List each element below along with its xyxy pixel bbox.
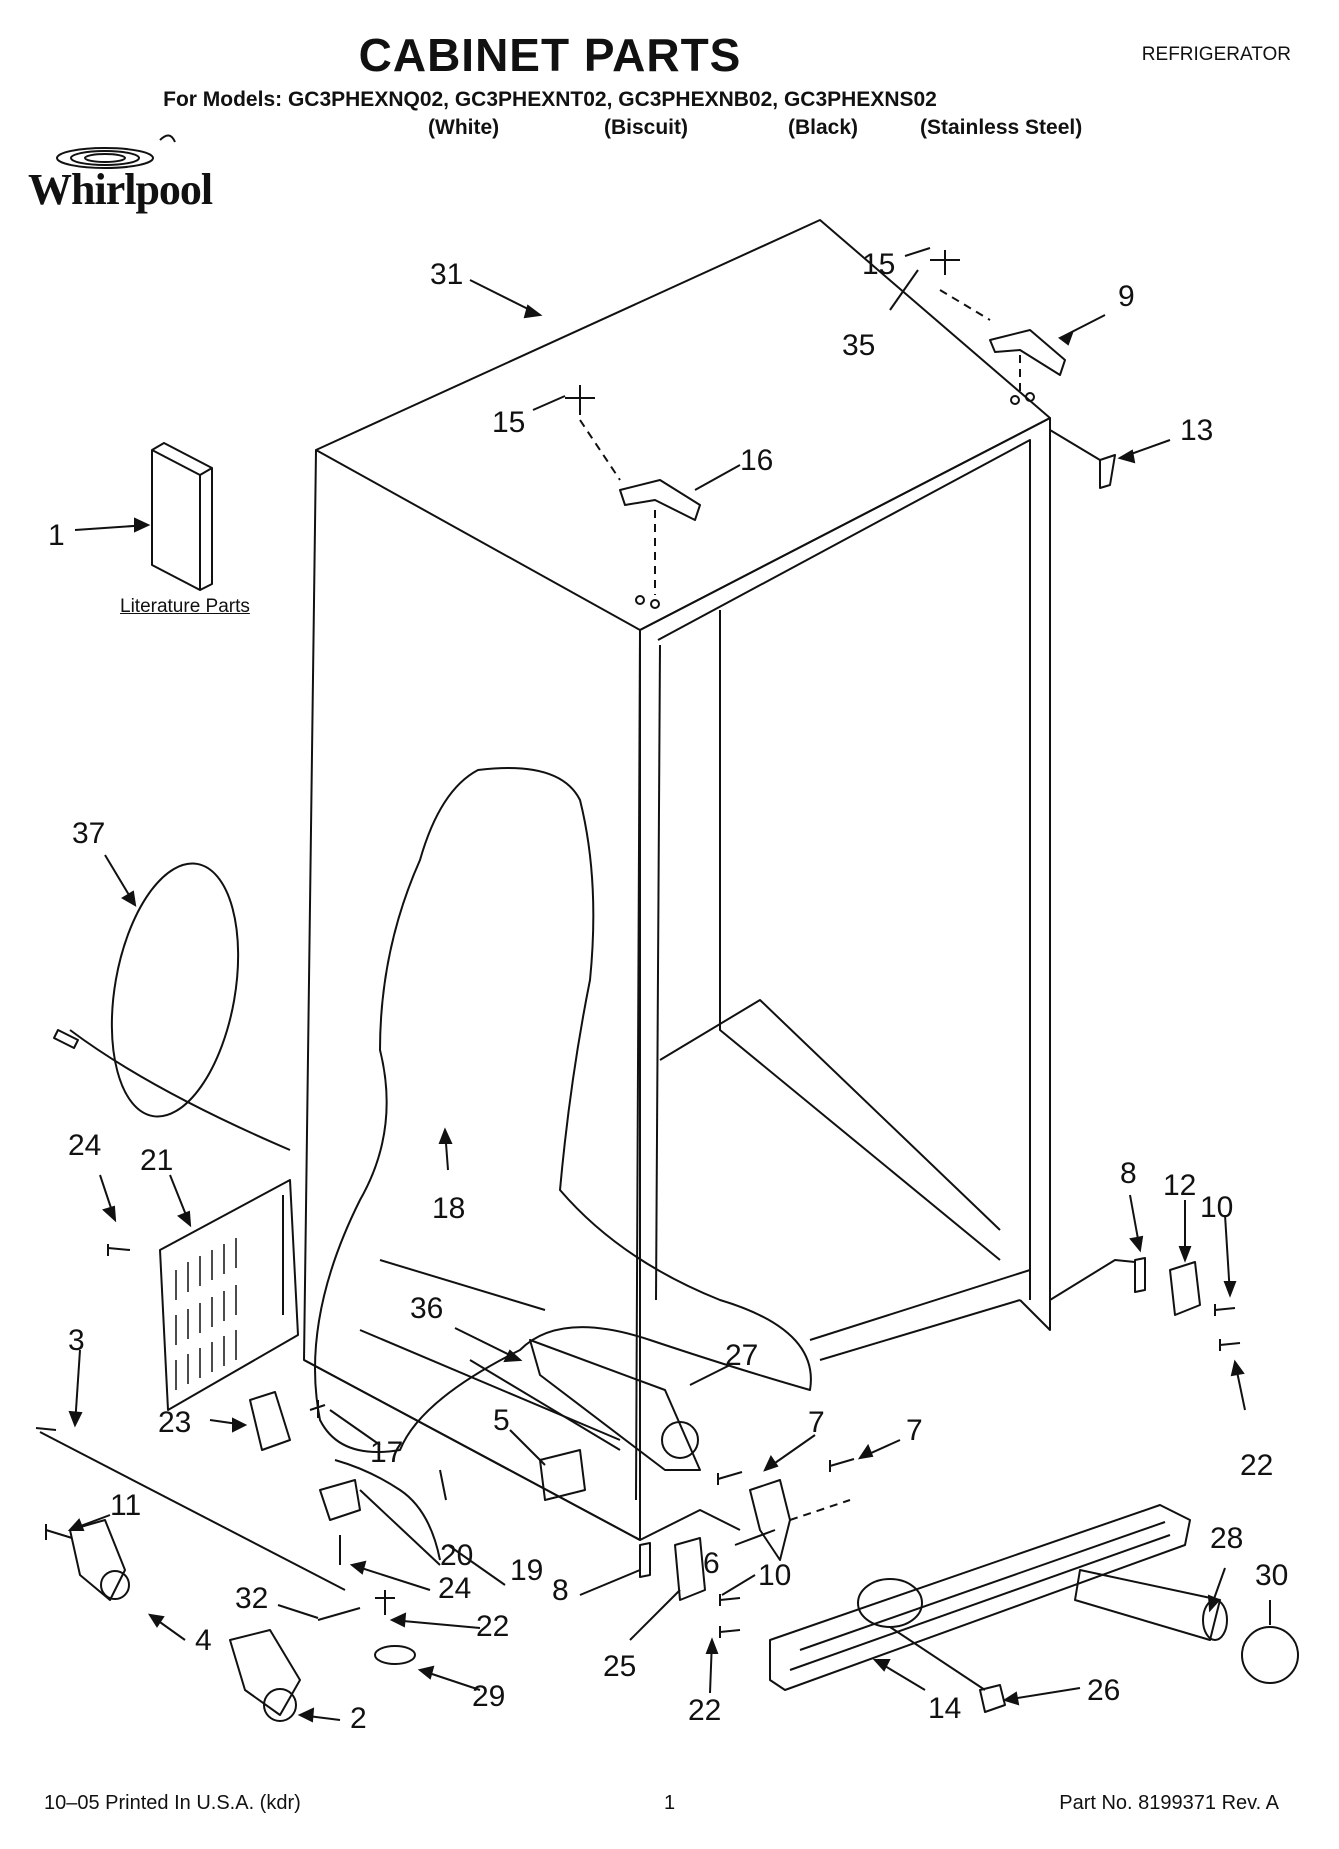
callout-35: 35 [842,329,875,362]
color-stainless: (Stainless Steel) [920,116,1083,139]
callout-9: 9 [1118,280,1135,313]
leveling-rod [39,1431,346,1591]
callout-8: 8 [552,1574,569,1607]
callout-24: 24 [68,1129,101,1162]
callout-10: 10 [1200,1191,1233,1224]
top-hinge-left [619,479,701,521]
clip-13 [1099,454,1116,489]
hinge-25 [674,1537,706,1601]
clamp-20 [319,1479,361,1521]
part-5 [539,1449,586,1501]
cabinet-liner-cutaway [314,767,812,1453]
callout-14: 14 [928,1692,961,1725]
callout-2: 2 [350,1702,367,1735]
callout-29: 29 [472,1680,505,1713]
callout-32: 32 [235,1582,268,1615]
color-biscuit: (Biscuit) [604,116,688,139]
callout-8: 8 [1120,1157,1137,1190]
callout-21: 21 [140,1144,173,1177]
literature-parts-caption: Literature Parts [120,596,250,617]
bracket-23 [249,1391,291,1451]
shim-8 [639,1542,651,1578]
callout-15: 15 [492,406,525,439]
callout-11: 11 [110,1489,141,1522]
filter-cap [1241,1626,1299,1684]
callout-5: 5 [493,1404,510,1437]
callout-10: 10 [758,1559,791,1592]
cabinet-front-frame [639,417,1051,1331]
color-black: (Black) [788,116,859,139]
callout-1: 1 [48,519,65,552]
callout-22: 22 [1240,1449,1273,1482]
callout-7: 7 [906,1414,923,1447]
rear-roller [229,1629,301,1716]
top-hinge-right [989,329,1066,376]
part-27 [529,1339,701,1471]
callout-15: 15 [862,248,895,281]
brand-wordmark: Whirlpool [28,165,213,214]
cabinet-top [315,219,1051,631]
callout-22: 22 [476,1610,509,1643]
callout-17: 17 [370,1436,403,1469]
callout-26: 26 [1087,1674,1120,1707]
appliance-type: REFRIGERATOR [1141,44,1291,65]
callout-36: 36 [410,1292,443,1325]
callout-7: 7 [808,1406,825,1439]
base-grille [769,1504,1191,1691]
bracket-6 [749,1479,791,1561]
callout-20: 20 [440,1539,473,1572]
front-roller [69,1519,126,1601]
water-filter [1074,1569,1221,1641]
power-cord [110,862,240,1118]
water-tube [334,1459,441,1561]
callout-27: 27 [725,1339,758,1372]
part-number: Part No. 8199371 Rev. A [1059,1792,1279,1814]
callout-19: 19 [510,1554,543,1587]
clip-26 [979,1684,1006,1713]
callout-28: 28 [1210,1522,1243,1555]
part-29 [374,1645,416,1665]
hinge-12 [1169,1261,1201,1316]
model-list: For Models: GC3PHEXNQ02, GC3PHEXNT02, GC… [163,88,937,111]
callout-3: 3 [68,1324,85,1357]
callout-24: 24 [438,1572,471,1605]
callout-25: 25 [603,1650,636,1683]
callout-6: 6 [703,1547,720,1580]
access-panel [159,1179,299,1411]
callout-30: 30 [1255,1559,1288,1592]
callout-37: 37 [72,817,105,850]
page-title: CABINET PARTS [358,29,742,81]
color-white: (White) [428,116,500,139]
callout-16: 16 [740,444,773,477]
callout-18: 18 [432,1192,465,1225]
whirlpool-swirl-icon [56,134,176,169]
shim-8-right [1134,1257,1146,1293]
page-number: 1 [664,1792,676,1814]
callout-13: 13 [1180,414,1213,447]
callout-22: 22 [688,1694,721,1727]
brand-logo: Whirlpool [20,130,260,230]
callout-23: 23 [158,1406,191,1439]
callout-31: 31 [430,258,463,291]
print-info: 10–05 Printed In U.S.A. (kdr) [44,1792,301,1814]
callout-12: 12 [1163,1169,1196,1202]
literature-book [151,449,201,591]
callout-4: 4 [195,1624,212,1657]
rod-36 [469,1359,621,1451]
